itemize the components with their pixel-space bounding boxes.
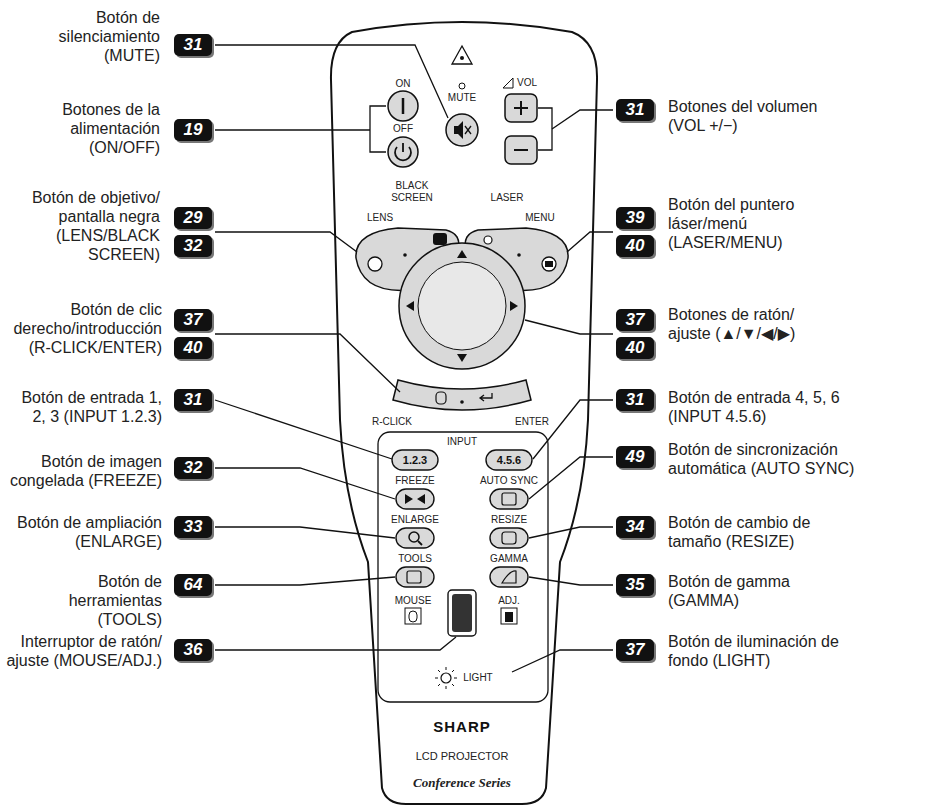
callout-number: 31 xyxy=(174,389,212,411)
callout-number: 49 xyxy=(616,446,654,468)
button-label: ENLARGE xyxy=(385,514,445,526)
button-description: Botón de objetivo/ pantalla negra (LENS/… xyxy=(10,188,160,264)
button-label: MENU xyxy=(520,212,560,224)
callout-number: 35 xyxy=(616,574,654,596)
button-description: Botón de iluminación de fondo (LIGHT) xyxy=(668,632,843,670)
callout-number: 33 xyxy=(174,516,212,538)
button-description: Botón de herramientas (TOOLS) xyxy=(4,572,162,629)
callout-number: 29 xyxy=(174,207,212,229)
button-label: RESIZE xyxy=(481,514,537,526)
callout-number: 39 xyxy=(616,207,654,229)
button-description: Botón de clic derecho/introducción (R-CL… xyxy=(4,300,162,357)
button-description: Botón de cambio de tamaño (RESIZE) xyxy=(668,513,838,551)
series-name: Conference Series xyxy=(397,775,527,791)
button-description: Botones de la alimentación (ON/OFF) xyxy=(35,100,160,157)
button-description: Botones de ratón/ ajuste (▲/▼/◀/▶) xyxy=(668,305,818,343)
callout-number: 32 xyxy=(174,457,212,479)
button-label: LASER xyxy=(482,192,532,204)
callout-number: 40 xyxy=(616,337,654,359)
callout-number: 37 xyxy=(616,309,654,331)
button-label: GAMMA xyxy=(481,553,537,565)
button-label: INPUT xyxy=(437,436,487,448)
button-description: Botón de imagen congelada (FREEZE) xyxy=(4,452,162,490)
model-name: LCD PROJECTOR xyxy=(407,749,517,763)
callout-number: 34 xyxy=(616,516,654,538)
button-label: 1.2.3 xyxy=(393,453,437,467)
leader-lines xyxy=(215,45,613,672)
callout-number: 31 xyxy=(616,389,654,411)
button-label: ON xyxy=(383,78,423,90)
button-label: AUTO SYNC xyxy=(474,475,544,487)
callout-number: 36 xyxy=(174,639,212,661)
button-label: LIGHT xyxy=(456,672,500,684)
button-label: MUTE xyxy=(437,92,487,104)
button-label: BLACK SCREEN xyxy=(387,180,437,204)
button-description: Botón de gamma (GAMMA) xyxy=(668,572,798,610)
callout-number: 37 xyxy=(174,309,212,331)
button-label: ADJ. xyxy=(489,595,529,607)
button-label: OFF xyxy=(383,123,423,135)
callout-number: 40 xyxy=(174,337,212,359)
callout-number: 64 xyxy=(174,574,212,596)
button-label: FREEZE xyxy=(387,475,443,487)
callout-number: 37 xyxy=(616,639,654,661)
button-description: Interruptor de ratón/ ajuste (MOUSE/ADJ.… xyxy=(4,632,162,670)
button-label: MOUSE xyxy=(388,595,438,607)
button-description: Botón del puntero láser/menú (LASER/MENU… xyxy=(668,195,818,252)
button-label: ENTER xyxy=(507,416,557,428)
callout-number: 31 xyxy=(616,99,654,121)
button-description: Botón de silenciamiento (MUTE) xyxy=(30,8,160,65)
callout-number: 40 xyxy=(616,235,654,257)
button-description: Botones del volumen (VOL +/−) xyxy=(668,97,848,135)
button-description: Botón de ampliación (ENLARGE) xyxy=(4,513,162,551)
callout-number: 32 xyxy=(174,235,212,257)
button-label: TOOLS xyxy=(387,553,443,565)
button-description: Botón de entrada 1, 2, 3 (INPUT 1.2.3) xyxy=(4,388,162,426)
callout-number: 19 xyxy=(174,119,212,141)
button-description: Botón de sincronización automática (AUTO… xyxy=(668,440,856,478)
button-label: 4.5.6 xyxy=(487,453,531,467)
button-label: R-CLICK xyxy=(364,416,420,428)
brand-name: SHARP xyxy=(417,718,507,736)
callout-number: 31 xyxy=(174,34,212,56)
button-description: Botón de entrada 4, 5, 6 (INPUT 4.5.6) xyxy=(668,388,858,426)
button-label: VOL xyxy=(507,77,547,89)
button-label: LENS xyxy=(360,212,400,224)
